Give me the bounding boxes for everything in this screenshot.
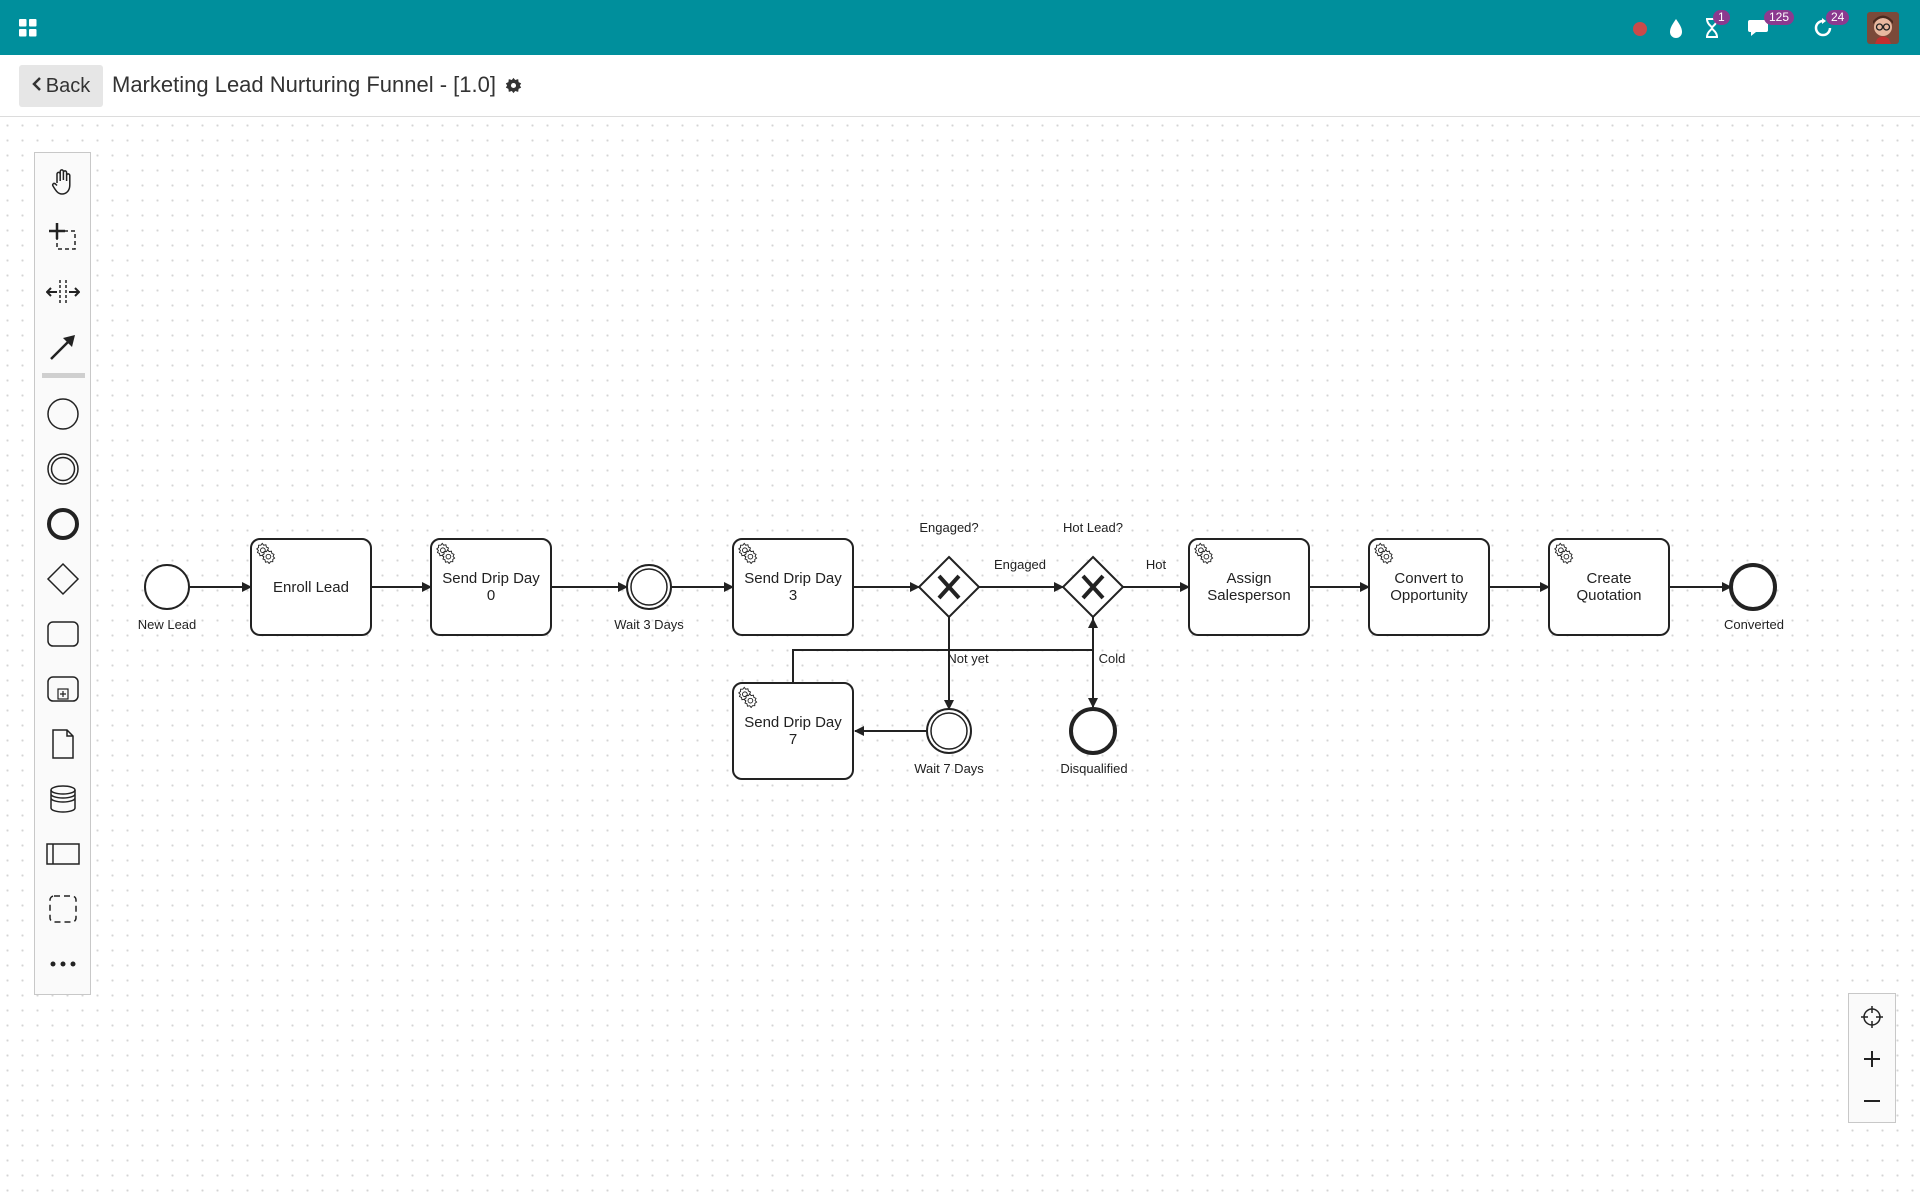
exclusive-x-icon xyxy=(937,574,961,600)
activities-badge: 1 xyxy=(1713,10,1730,25)
intermediate-event-wait-3-days[interactable] xyxy=(626,564,672,610)
more-options-icon[interactable] xyxy=(35,939,90,989)
task-label-line1: Send Drip Day xyxy=(744,570,842,587)
group-icon[interactable] xyxy=(35,884,90,934)
flow-label-cold: Cold xyxy=(1099,651,1126,666)
event-label-converted: Converted xyxy=(1724,617,1784,632)
droplet-icon[interactable] xyxy=(1664,0,1688,55)
task-label-line2: 7 xyxy=(789,731,797,748)
hand-tool-icon[interactable] xyxy=(35,157,90,207)
task-label-line1: Convert to xyxy=(1394,570,1463,587)
data-object-icon[interactable] xyxy=(35,719,90,769)
end-event-converted[interactable] xyxy=(1729,563,1777,611)
task-send-drip-day-0[interactable]: Send Drip Day 0 xyxy=(430,538,552,636)
breadcrumb-bar: Back Marketing Lead Nurturing Funnel - [… xyxy=(0,55,1920,117)
task-label-line2: 0 xyxy=(487,587,495,604)
lasso-tool-icon[interactable] xyxy=(35,212,90,262)
data-store-icon[interactable] xyxy=(35,774,90,824)
task-label-line2: Salesperson xyxy=(1207,587,1290,604)
task-create-quotation[interactable]: Create Quotation xyxy=(1548,538,1670,636)
gateway-label-hot-lead: Hot Lead? xyxy=(1063,520,1123,535)
intermediate-event-wait-7-days[interactable] xyxy=(926,708,972,754)
diagram-canvas[interactable] xyxy=(0,118,1920,1200)
page-title: Marketing Lead Nurturing Funnel - [1.0] xyxy=(112,72,522,100)
flow-label-hot: Hot xyxy=(1146,557,1167,572)
event-label-disqualified: Disqualified xyxy=(1060,761,1127,776)
subprocess-icon[interactable] xyxy=(35,664,90,714)
palette-separator xyxy=(42,373,85,378)
flow-label-engaged: Engaged xyxy=(994,557,1046,572)
gateway-engaged[interactable] xyxy=(917,555,981,619)
task-label-line1: Assign xyxy=(1226,570,1271,587)
updates-refresh-icon[interactable] xyxy=(1810,0,1836,55)
task-label-line1: Create xyxy=(1586,570,1631,587)
end-event-icon[interactable] xyxy=(35,499,90,549)
task-label-line2: 3 xyxy=(789,587,797,604)
apps-menu-icon[interactable] xyxy=(14,0,42,55)
pool-icon[interactable] xyxy=(35,829,90,879)
event-label-wait-7-days: Wait 7 Days xyxy=(914,761,984,776)
messages-icon[interactable] xyxy=(1745,0,1775,55)
sequence-flows xyxy=(189,582,1732,736)
activities-hourglass-icon[interactable] xyxy=(1699,0,1725,55)
task-assign-salesperson[interactable]: Assign Salesperson xyxy=(1188,538,1310,636)
event-label-wait-3-days: Wait 3 Days xyxy=(614,617,684,632)
task-icon[interactable] xyxy=(35,609,90,659)
end-event-disqualified[interactable] xyxy=(1069,707,1117,755)
updates-badge: 24 xyxy=(1826,10,1850,25)
task-label-line1: Send Drip Day xyxy=(744,714,842,731)
recording-dot-icon[interactable] xyxy=(1628,0,1652,55)
intermediate-event-icon[interactable] xyxy=(35,444,90,494)
back-button-label: Back xyxy=(45,74,91,97)
event-label-new-lead: New Lead xyxy=(138,617,197,632)
back-button[interactable]: Back xyxy=(19,65,103,107)
task-send-drip-day-7[interactable]: Send Drip Day 7 xyxy=(732,682,854,780)
space-tool-icon[interactable] xyxy=(35,267,90,317)
task-convert-to-opportunity[interactable]: Convert to Opportunity xyxy=(1368,538,1490,636)
page-title-text: Marketing Lead Nurturing Funnel - [1.0] xyxy=(112,72,496,97)
task-enroll-lead[interactable]: Enroll Lead xyxy=(250,538,372,636)
gateway-icon[interactable] xyxy=(35,554,90,604)
reset-view-crosshair-icon[interactable] xyxy=(1849,996,1895,1038)
task-label-line2: Opportunity xyxy=(1390,587,1468,604)
user-avatar[interactable] xyxy=(1866,0,1900,55)
top-navbar: 1 125 24 xyxy=(0,0,1920,55)
tool-palette xyxy=(34,152,91,995)
exclusive-x-icon xyxy=(1081,574,1105,600)
start-event-icon[interactable] xyxy=(35,389,90,439)
gateway-label-engaged: Engaged? xyxy=(919,520,978,535)
task-send-drip-day-3[interactable]: Send Drip Day 3 xyxy=(732,538,854,636)
zoom-in-plus-icon[interactable] xyxy=(1849,1038,1895,1080)
start-event-new-lead[interactable] xyxy=(144,564,190,610)
chevron-left-icon xyxy=(31,75,42,98)
zoom-controls xyxy=(1848,993,1896,1123)
connect-tool-icon[interactable] xyxy=(35,322,90,372)
gateway-hot-lead[interactable] xyxy=(1061,555,1125,619)
task-label: Enroll Lead xyxy=(273,579,349,596)
flow-label-not-yet: Not yet xyxy=(947,651,989,666)
task-label-line2: Quotation xyxy=(1576,587,1641,604)
messages-badge: 125 xyxy=(1764,10,1795,25)
task-label-line1: Send Drip Day xyxy=(442,570,540,587)
zoom-out-minus-icon[interactable] xyxy=(1849,1080,1895,1122)
settings-gear-icon[interactable] xyxy=(505,74,522,100)
